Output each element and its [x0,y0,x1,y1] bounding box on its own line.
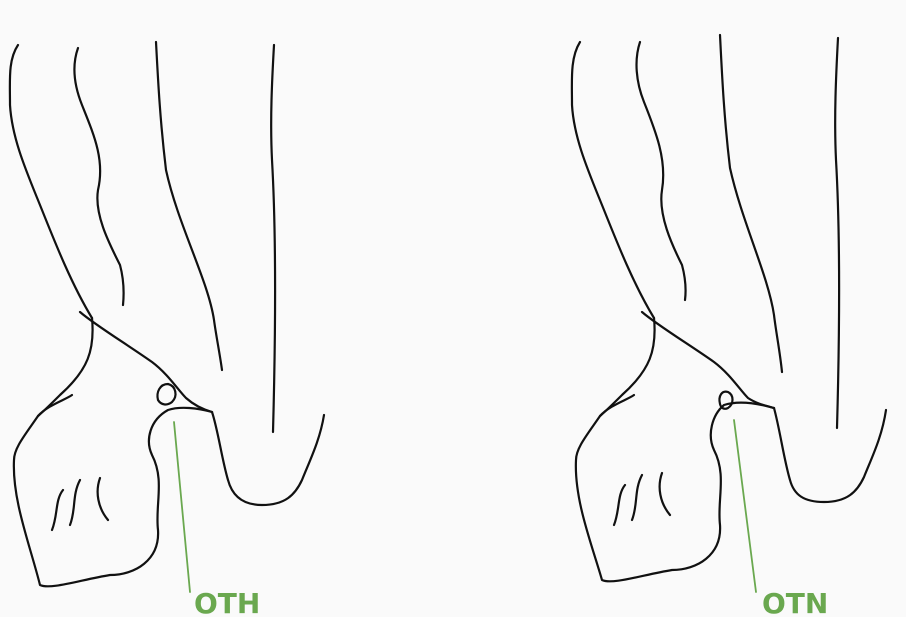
right-figure-outline-12 [660,473,670,515]
left-figure-outline-5 [80,312,212,412]
right-figure-outline-10 [614,485,625,525]
left-figure-outline-6 [14,318,212,586]
right-figure-outline-3 [720,35,782,372]
left-figure-outline-11 [70,480,80,525]
right-figure-outline-8 [774,408,886,502]
left-figure-outline-12 [98,478,108,520]
right-figure-outline-1 [572,42,654,318]
oth-leader-line [174,422,190,592]
right-figure-outline-6 [576,318,774,581]
right-figure-outline-2 [637,42,686,300]
left-figure-outline-4 [271,45,275,432]
figure-otn [572,35,886,592]
otn-label: OTN [762,587,828,617]
right-figure-outline-9 [719,392,732,409]
left-figure-outline-3 [156,42,222,370]
right-figure-outline-4 [835,38,839,428]
figure-oth [10,42,324,592]
left-figure-outline-9 [157,384,175,404]
right-figure-outline-11 [632,475,642,520]
left-figure-outline-1 [10,45,92,318]
left-figure-outline-2 [75,48,124,305]
left-figure-outline-8 [212,412,324,505]
otn-leader-line [734,420,756,592]
oth-label: OTH [194,587,260,617]
right-figure-outline-5 [642,312,774,408]
left-figure-outline-10 [52,490,63,530]
